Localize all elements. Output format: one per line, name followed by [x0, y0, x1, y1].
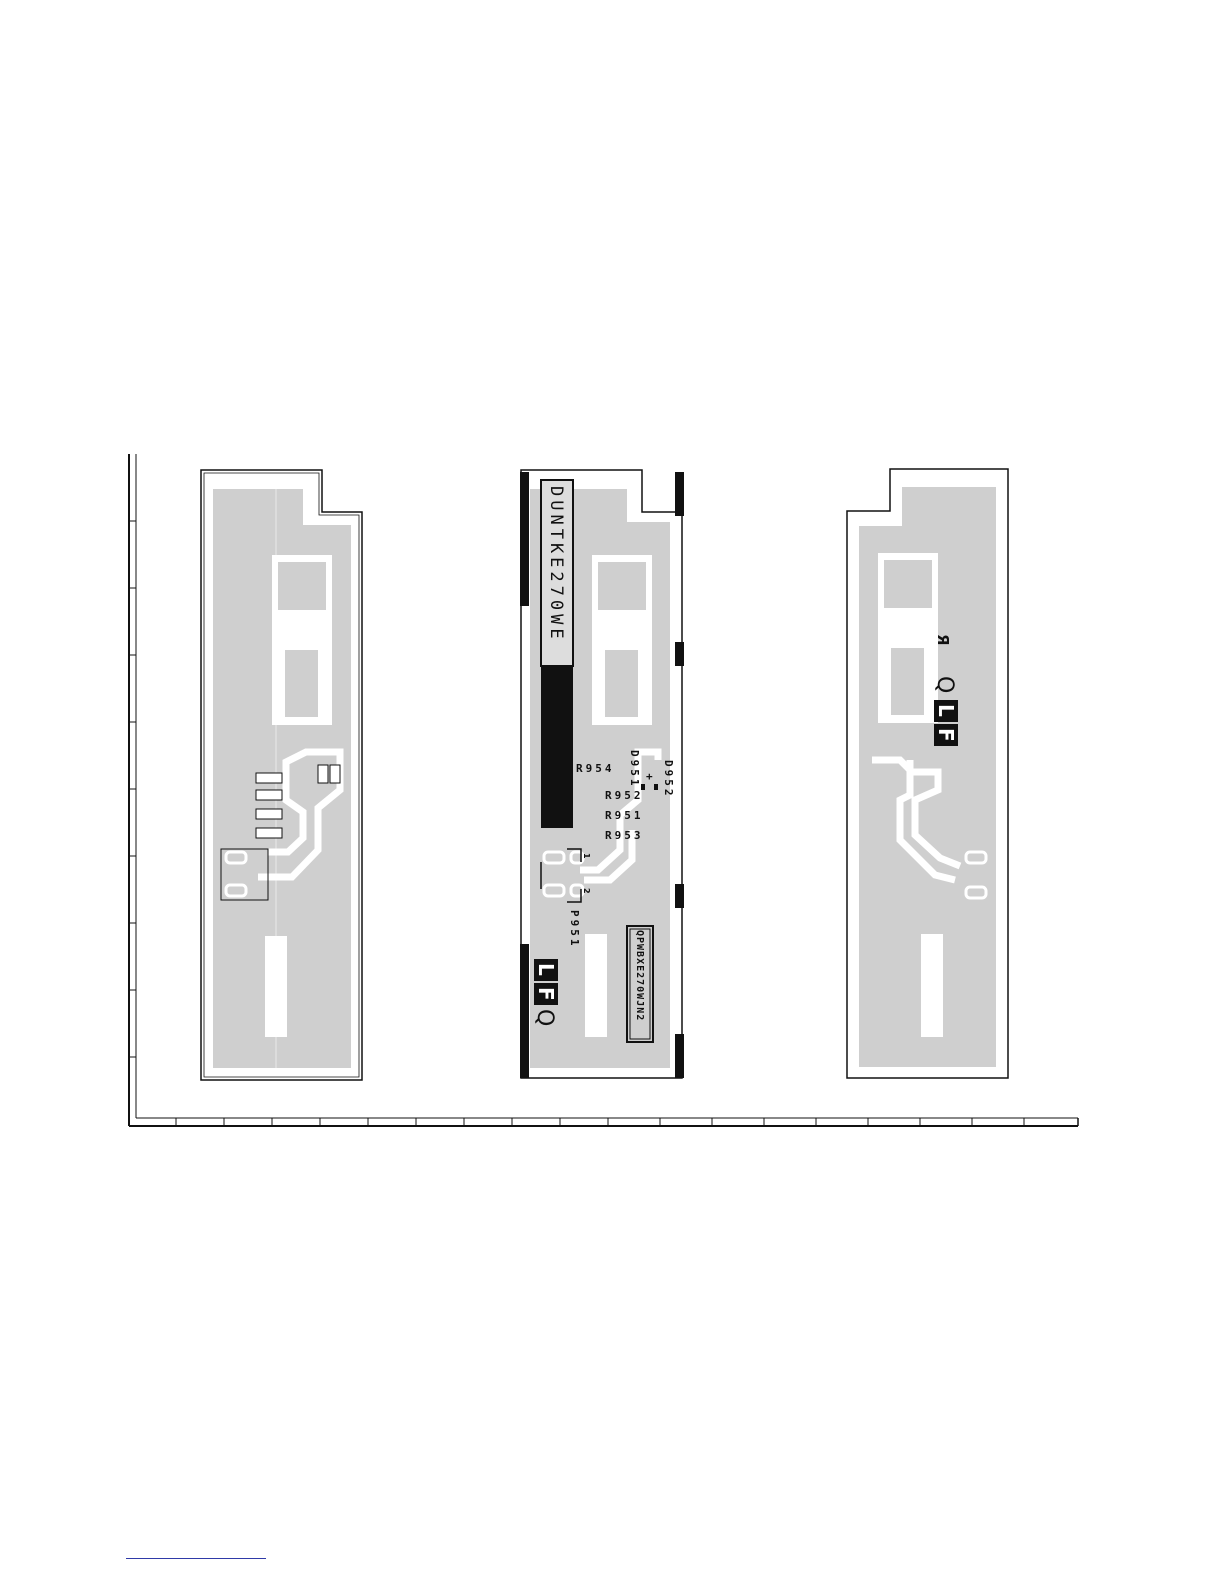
lf-letter-f: F: [534, 987, 558, 1001]
label-plus: +: [646, 770, 656, 783]
label-p951: P951: [568, 910, 581, 949]
lf-letter-l: L: [534, 963, 558, 976]
solder-mask-block: [541, 666, 573, 828]
edge-bar: [520, 472, 529, 606]
window-upper: [884, 560, 932, 608]
diode-mark: [641, 784, 645, 790]
slot-cutout: [921, 934, 943, 1037]
window-upper: [278, 562, 326, 610]
pcb-board-left: [201, 470, 362, 1080]
window-lower: [285, 650, 318, 717]
footer-rule: [126, 1558, 266, 1559]
window-lower: [891, 648, 924, 715]
slot-cutout: [585, 934, 607, 1037]
label-r952: R952: [605, 789, 644, 802]
lead-free-mark: Q L F: [932, 676, 958, 746]
lf-letter-f: F: [934, 728, 958, 742]
label-d951: D951: [628, 750, 641, 789]
smd-pad: [256, 828, 282, 838]
edge-bar: [520, 944, 529, 1078]
q-mark: Q: [932, 676, 957, 693]
q-mark: Q: [532, 1009, 557, 1026]
ul-mark: Я: [934, 634, 952, 646]
edge-bar: [675, 1034, 684, 1078]
pin-1-label: 1: [582, 853, 591, 859]
edge-bar: [675, 472, 684, 516]
lf-letter-l: L: [934, 704, 958, 717]
smd-pad: [256, 773, 282, 783]
window-lower: [605, 650, 638, 717]
label-r953: R953: [605, 829, 644, 842]
smd-pad: [256, 790, 282, 800]
smd-pad: [256, 809, 282, 819]
smd-pad: [318, 765, 328, 783]
pcb-board-middle: DUNTKE270WE R954 R952 R951 R953 D951 D95…: [520, 470, 684, 1078]
slot-cutout: [265, 936, 287, 1037]
pin-2-label: 2: [582, 888, 591, 894]
label-r954: R954: [576, 762, 615, 775]
smd-pad: [330, 765, 340, 783]
label-r951: R951: [605, 809, 644, 822]
window-upper: [598, 562, 646, 610]
diode-mark: [654, 784, 658, 790]
board-code-label: DUNTKE270WE: [546, 486, 566, 643]
edge-bar: [675, 642, 684, 666]
lead-free-mark: L F Q: [532, 959, 558, 1026]
pcb-board-right: Я Q L F: [847, 469, 1008, 1078]
pcb-code-label: QPWBXE270WJN2: [634, 930, 645, 1021]
label-d952: D952: [662, 760, 675, 799]
edge-bar: [675, 884, 684, 908]
